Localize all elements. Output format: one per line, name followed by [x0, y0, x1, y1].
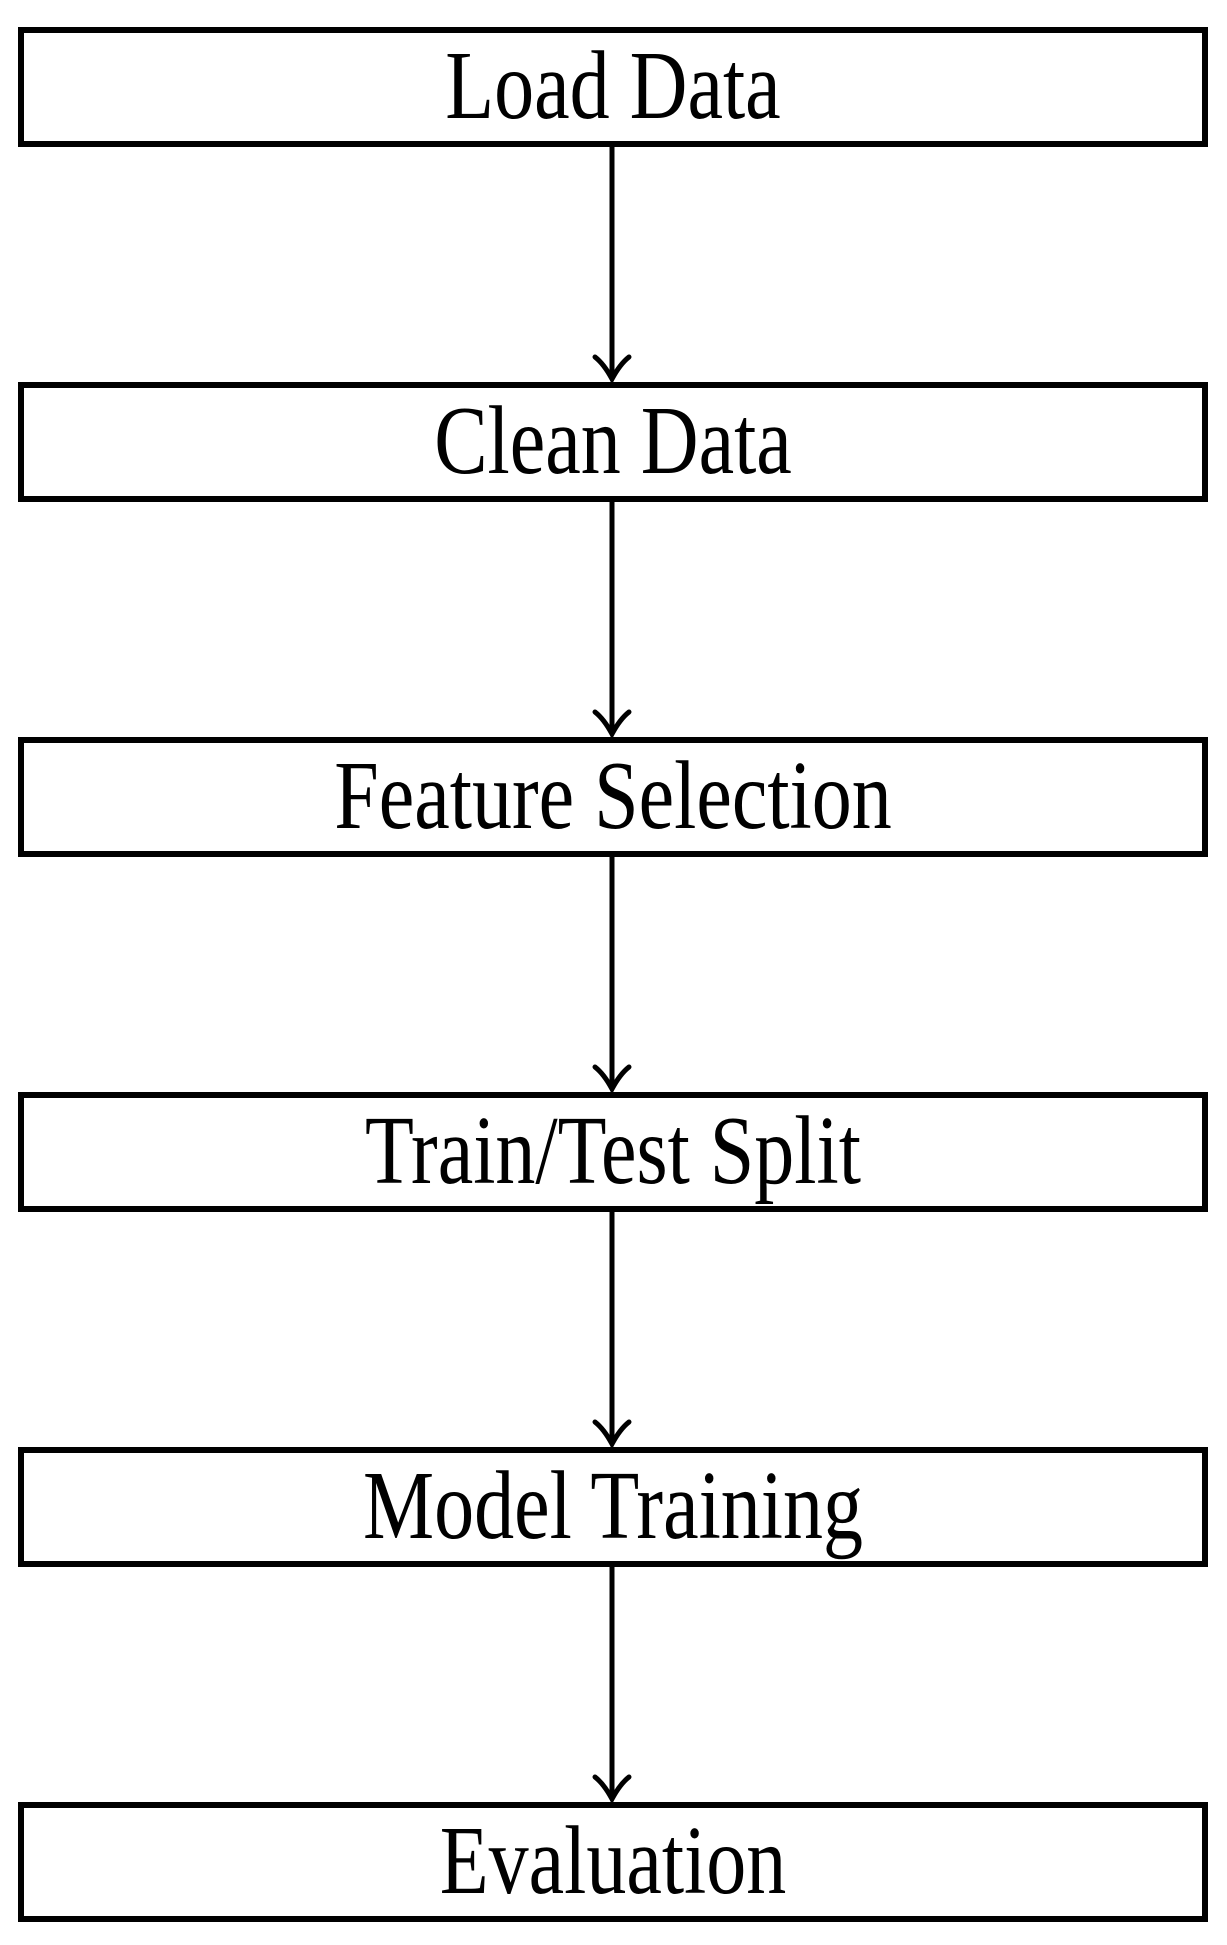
- flow-step-model-training: Model Training: [18, 1447, 1208, 1567]
- flow-step-label: Feature Selection: [334, 742, 892, 850]
- arrow-down-icon: [592, 147, 632, 382]
- flow-step-label: Train/Test Split: [365, 1097, 861, 1205]
- flow-step-label: Model Training: [362, 1452, 864, 1560]
- flow-step-evaluation: Evaluation: [18, 1802, 1208, 1922]
- arrow-down-icon: [592, 1567, 632, 1802]
- flow-step-feature-selection: Feature Selection: [18, 737, 1208, 857]
- arrow-down-icon: [592, 502, 632, 737]
- flow-step-label: Clean Data: [434, 387, 792, 495]
- flow-step-label: Load Data: [445, 32, 781, 140]
- flow-step-load-data: Load Data: [18, 27, 1208, 147]
- flow-step-clean-data: Clean Data: [18, 382, 1208, 502]
- arrow-down-icon: [592, 857, 632, 1092]
- arrow-down-icon: [592, 1212, 632, 1447]
- flow-step-train-test-split: Train/Test Split: [18, 1092, 1208, 1212]
- flow-step-label: Evaluation: [439, 1807, 787, 1915]
